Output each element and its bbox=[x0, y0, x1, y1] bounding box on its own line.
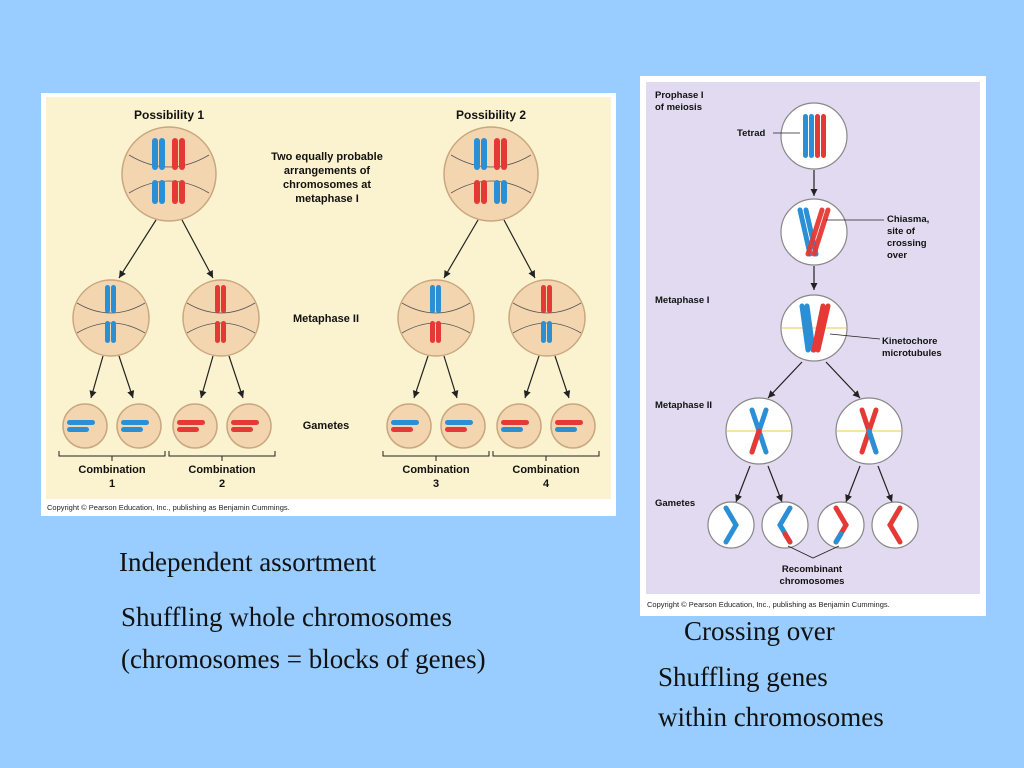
tetrad-label: Tetrad bbox=[737, 128, 766, 139]
metaphase-i-cell bbox=[780, 294, 848, 362]
recombinant-line-1: Recombinant bbox=[782, 564, 843, 575]
combination-3-number: 3 bbox=[433, 478, 439, 490]
recombinant-pointer bbox=[787, 545, 840, 559]
gamete-right-1 bbox=[707, 501, 755, 549]
combination-2-number: 2 bbox=[219, 478, 225, 490]
gamete-4b bbox=[550, 403, 596, 449]
combination-brackets bbox=[58, 451, 600, 461]
arrows-to-metaphase-ii bbox=[118, 219, 536, 279]
independent-assortment-diagram: Possibility 1 Possibility 2 Two equally … bbox=[46, 97, 611, 512]
metaphase-ii-right-cell-1 bbox=[725, 397, 793, 465]
independent-assortment-title: Independent assortment bbox=[119, 547, 377, 577]
note-line-4: metaphase I bbox=[295, 193, 359, 205]
tetrad-cell bbox=[780, 102, 848, 170]
metaphase-ii-cell-2 bbox=[182, 279, 260, 357]
metaphase-ii-label: Metaphase II bbox=[293, 313, 359, 325]
gamete-cells bbox=[62, 403, 596, 449]
gamete-1b bbox=[116, 403, 162, 449]
metaphase-i-label: Metaphase I bbox=[655, 295, 709, 306]
gametes-right-label: Gametes bbox=[655, 498, 695, 509]
metaphase-i-cell-1 bbox=[121, 126, 217, 222]
combination-1-word: Combination bbox=[78, 464, 145, 476]
gamete-right-3 bbox=[817, 501, 865, 549]
crossing-over-diagram: Prophase I of meiosis Tetrad Chiasma, si… bbox=[646, 82, 980, 609]
gamete-3a bbox=[386, 403, 432, 449]
metaphase-ii-cell-4 bbox=[508, 279, 586, 357]
crossing-over-figure: Prophase I of meiosis Tetrad Chiasma, si… bbox=[640, 76, 986, 616]
left-copyright: Copyright © Pearson Education, Inc., pub… bbox=[47, 503, 290, 512]
metaphase-i-cell-2 bbox=[443, 126, 539, 222]
metaphase-ii-cell-3 bbox=[397, 279, 475, 357]
combination-2-word: Combination bbox=[188, 464, 255, 476]
chiasma-cell bbox=[780, 198, 848, 266]
chiasma-line-1: Chiasma, bbox=[887, 214, 929, 225]
gamete-3b bbox=[440, 403, 486, 449]
independent-assortment-figure: Possibility 1 Possibility 2 Two equally … bbox=[41, 93, 616, 516]
chiasma-line-2: site of bbox=[887, 226, 916, 237]
combination-4-number: 4 bbox=[543, 478, 550, 490]
metaphase-ii-right-cell-2 bbox=[835, 397, 903, 465]
combination-3-word: Combination bbox=[402, 464, 469, 476]
gamete-right-4 bbox=[871, 501, 919, 549]
chiasma-line-4: over bbox=[887, 250, 907, 261]
combination-1-number: 1 bbox=[109, 478, 115, 490]
gametes-label: Gametes bbox=[303, 420, 349, 432]
chiasma-line-3: crossing bbox=[887, 238, 927, 249]
metaphase-ii-right-label: Metaphase II bbox=[655, 400, 712, 411]
crossing-over-line-2: within chromosomes bbox=[658, 702, 884, 732]
prophase-i-line-2: of meiosis bbox=[655, 102, 702, 113]
crossing-over-title: Crossing over bbox=[684, 616, 835, 646]
note-line-1: Two equally probable bbox=[271, 151, 383, 163]
gamete-right-2 bbox=[761, 501, 809, 549]
gamete-2a bbox=[172, 403, 218, 449]
kinetochore-line-2: microtubules bbox=[882, 348, 942, 359]
combination-4-word: Combination bbox=[512, 464, 579, 476]
possibility-1-label: Possibility 1 bbox=[134, 108, 204, 122]
possibility-2-label: Possibility 2 bbox=[456, 108, 526, 122]
prophase-i-line-1: Prophase I bbox=[655, 90, 704, 101]
right-copyright: Copyright © Pearson Education, Inc., pub… bbox=[647, 600, 890, 609]
independent-assortment-line-1: Shuffling whole chromosomes bbox=[121, 602, 452, 632]
recombinant-line-2: chromosomes bbox=[780, 576, 845, 587]
gamete-2b bbox=[226, 403, 272, 449]
gamete-4a bbox=[496, 403, 542, 449]
crossing-over-line-1: Shuffling genes bbox=[658, 662, 828, 692]
metaphase-ii-cell-1 bbox=[72, 279, 150, 357]
note-line-2: arrangements of bbox=[284, 165, 371, 177]
kinetochore-line-1: Kinetochore bbox=[882, 336, 937, 347]
independent-assortment-line-2: (chromosomes = blocks of genes) bbox=[121, 644, 486, 674]
note-line-3: chromosomes at bbox=[283, 179, 371, 191]
arrows-to-gametes bbox=[89, 355, 571, 399]
gamete-1a bbox=[62, 403, 108, 449]
